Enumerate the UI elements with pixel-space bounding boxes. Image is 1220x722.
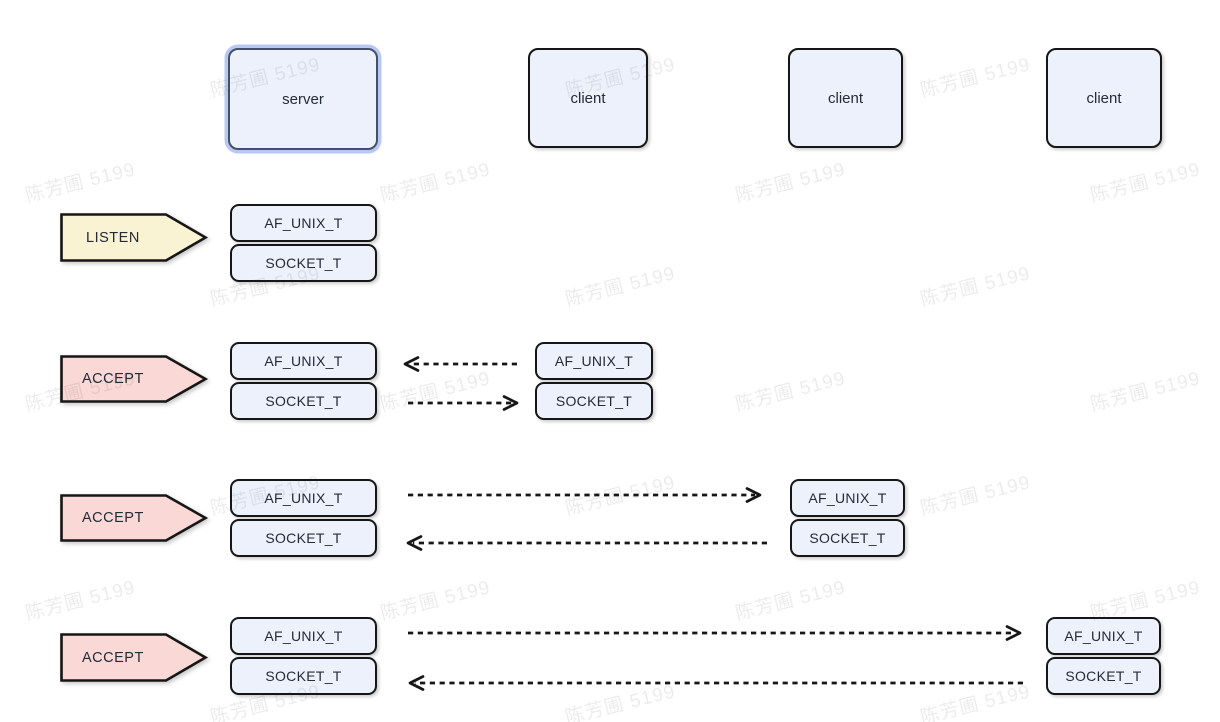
watermark-text: 陈芳圃 5199	[378, 577, 493, 625]
flag-label: ACCEPT	[82, 510, 144, 526]
socket-box[interactable]: SOCKET_T	[230, 382, 377, 420]
socket-box[interactable]: AF_UNIX_T	[535, 342, 653, 380]
arrowhead-icon	[408, 675, 425, 691]
watermark-text: 陈芳圃 5199	[1088, 368, 1203, 416]
watermark-text: 陈芳圃 5199	[733, 577, 848, 625]
watermark-text: 陈芳圃 5199	[378, 159, 493, 207]
dashed-arrow[interactable]	[406, 535, 767, 551]
lifeline-server[interactable]: server	[228, 48, 378, 150]
lifeline-client-3[interactable]: client	[1046, 48, 1162, 148]
socket-box[interactable]: AF_UNIX_T	[230, 342, 377, 380]
dashed-arrow[interactable]	[408, 487, 762, 503]
dashed-arrow[interactable]	[408, 625, 1022, 641]
lifeline-label: client	[570, 89, 606, 107]
socket-box-label: AF_UNIX_T	[264, 353, 343, 369]
socket-box[interactable]: AF_UNIX_T	[230, 479, 377, 517]
flag-label: LISTEN	[86, 229, 140, 246]
watermark-text: 陈芳圃 5199	[918, 472, 1033, 520]
flag-label: ACCEPT	[82, 649, 144, 666]
socket-box[interactable]: SOCKET_T	[230, 244, 377, 282]
socket-box[interactable]: AF_UNIX_T	[230, 617, 377, 655]
socket-box-label: AF_UNIX_T	[1064, 628, 1143, 644]
dashed-arrow[interactable]	[408, 395, 519, 411]
watermark-text: 陈芳圃 5199	[733, 368, 848, 416]
watermark-text: 陈芳圃 5199	[1088, 159, 1203, 207]
watermark-text: 陈芳圃 5199	[563, 263, 678, 311]
socket-box[interactable]: AF_UNIX_T	[230, 204, 377, 242]
socket-box-label: AF_UNIX_T	[808, 490, 887, 506]
watermark-text: 陈芳圃 5199	[918, 54, 1033, 102]
flag-shape	[60, 633, 209, 682]
flag-accept-2[interactable]: ACCEPT	[60, 494, 209, 542]
socket-box[interactable]: SOCKET_T	[535, 382, 653, 420]
flag-label: ACCEPT	[82, 371, 144, 387]
flag-shape	[60, 494, 209, 542]
socket-box-label: AF_UNIX_T	[264, 628, 343, 644]
socket-box[interactable]: SOCKET_T	[790, 519, 905, 557]
socket-box-label: SOCKET_T	[265, 255, 342, 271]
socket-box-label: SOCKET_T	[265, 530, 342, 546]
socket-box-label: SOCKET_T	[1065, 668, 1142, 684]
socket-box[interactable]: AF_UNIX_T	[790, 479, 905, 517]
lifeline-label: client	[827, 89, 864, 107]
arrowhead-icon	[1005, 625, 1022, 641]
arrowhead-icon	[403, 356, 420, 372]
arrowhead-icon	[406, 535, 423, 551]
socket-box[interactable]: SOCKET_T	[230, 657, 377, 695]
lifeline-label: server	[282, 90, 324, 108]
flag-accept-3[interactable]: ACCEPT	[60, 633, 209, 682]
arrowhead-icon	[745, 487, 762, 503]
lifeline-label: client	[1086, 89, 1122, 107]
socket-box-label: AF_UNIX_T	[554, 353, 634, 369]
flag-listen[interactable]: LISTEN	[60, 213, 209, 262]
socket-box-label: SOCKET_T	[555, 393, 633, 409]
watermark-text: 陈芳圃 5199	[918, 263, 1033, 311]
watermark-text: 陈芳圃 5199	[23, 159, 138, 207]
socket-box-label: SOCKET_T	[265, 393, 342, 409]
watermark-text: 陈芳圃 5199	[733, 159, 848, 207]
socket-box-label: SOCKET_T	[265, 668, 342, 684]
socket-box[interactable]: SOCKET_T	[230, 519, 377, 557]
flag-accept-1[interactable]: ACCEPT	[60, 355, 209, 403]
arrowhead-icon	[502, 395, 519, 411]
socket-box[interactable]: AF_UNIX_T	[1046, 617, 1161, 655]
socket-box-label: AF_UNIX_T	[264, 490, 343, 506]
lifeline-client-1[interactable]: client	[528, 48, 648, 148]
socket-box-label: SOCKET_T	[809, 530, 886, 546]
socket-box[interactable]: SOCKET_T	[1046, 657, 1161, 695]
dashed-arrow[interactable]	[408, 675, 1023, 691]
lifeline-client-2[interactable]: client	[788, 48, 903, 148]
socket-box-label: AF_UNIX_T	[264, 215, 343, 231]
watermark-text: 陈芳圃 5199	[378, 368, 493, 416]
dashed-arrow[interactable]	[403, 356, 517, 372]
flag-shape	[60, 213, 209, 262]
watermark-text: 陈芳圃 5199	[23, 577, 138, 625]
flag-shape	[60, 355, 209, 403]
